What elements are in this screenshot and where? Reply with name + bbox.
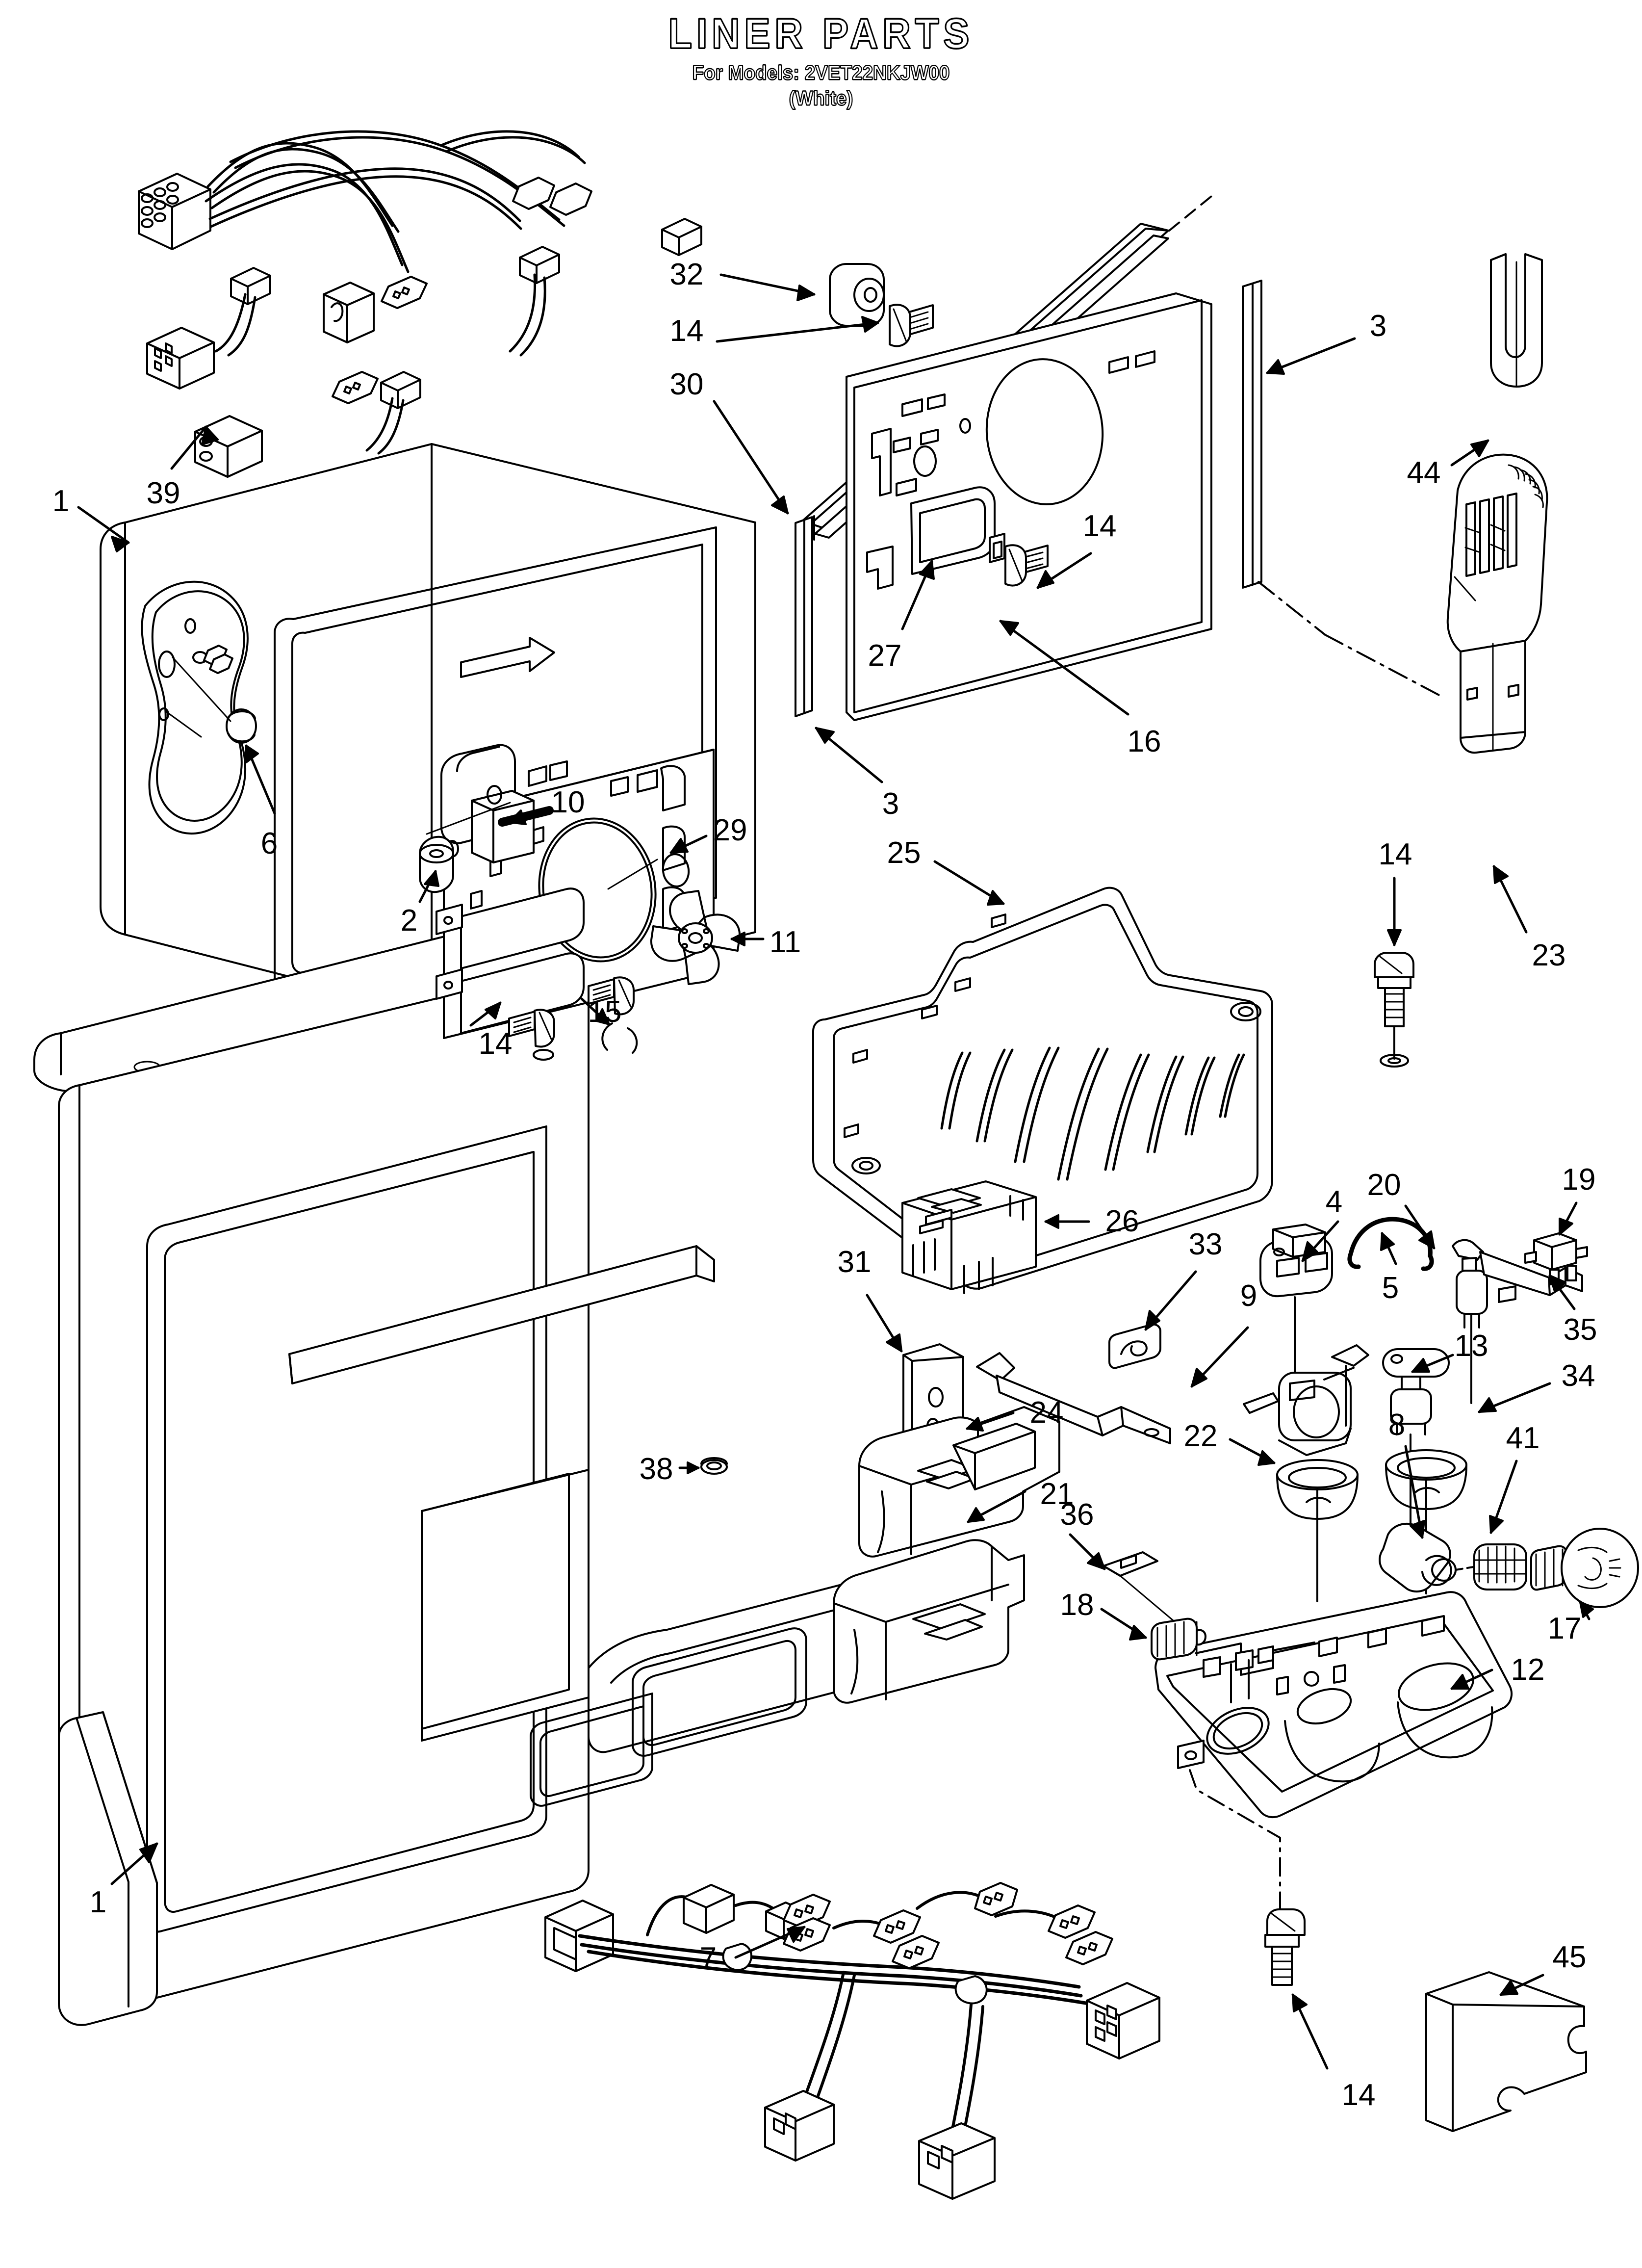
part-callout-33[interactable]: 33	[1188, 1227, 1223, 1261]
part-callout-34[interactable]: 34	[1561, 1359, 1595, 1393]
rear-panel-assembly-illustration	[714, 192, 1444, 782]
part-callout-11[interactable]: 11	[769, 925, 801, 959]
part-callout-5[interactable]: 5	[1382, 1271, 1399, 1305]
part-callout-2[interactable]: 2	[400, 904, 418, 938]
part-callout-21[interactable]: 21	[1040, 1477, 1074, 1511]
part-callout-23[interactable]: 23	[1532, 938, 1566, 972]
part-callout-7[interactable]: 7	[699, 1941, 717, 1975]
part-callout-18[interactable]: 18	[1060, 1588, 1094, 1622]
part-callout-39[interactable]: 39	[146, 476, 180, 510]
part-callout-16[interactable]: 16	[1127, 725, 1161, 758]
part-callout-13[interactable]: 13	[1454, 1329, 1488, 1363]
drain-pan-25-illustration	[813, 861, 1413, 1289]
part-callout-1[interactable]: 1	[89, 1885, 107, 1919]
part-callout-17[interactable]: 17	[1547, 1612, 1582, 1645]
screw-14-base	[1265, 1909, 1305, 1985]
part-callout-1[interactable]: 1	[52, 484, 70, 518]
screw-14-drainpan	[1375, 953, 1413, 1067]
air-duct-covers-illustration	[834, 1407, 1059, 1703]
part-callout-25[interactable]: 25	[887, 836, 921, 870]
part-callout-14[interactable]: 14	[1378, 837, 1412, 871]
part-callout-31[interactable]: 31	[837, 1245, 872, 1279]
part-callout-30[interactable]: 30	[669, 367, 704, 401]
part-callout-6[interactable]: 6	[260, 827, 278, 860]
part-callout-3[interactable]: 3	[882, 787, 899, 821]
part-callout-27[interactable]: 27	[868, 639, 902, 673]
wire-harness-39-illustration	[139, 131, 701, 477]
wire-harness-7-illustration	[545, 1883, 1159, 2199]
part-callout-32[interactable]: 32	[669, 258, 704, 291]
part-callout-14[interactable]: 14	[1341, 2078, 1376, 2112]
air-duct-tower-illustration	[1448, 254, 1547, 932]
part-callout-3[interactable]: 3	[1369, 309, 1387, 343]
part-callout-10[interactable]: 10	[551, 785, 585, 819]
part-callout-15[interactable]: 15	[588, 995, 622, 1029]
part-callout-19[interactable]: 19	[1562, 1163, 1596, 1197]
damper-and-light-assembly-illustration	[1070, 1203, 1638, 2131]
evaporator-fan-assembly-illustration	[420, 745, 763, 1060]
lower-liner-cabinet-illustration	[34, 907, 868, 2025]
part-callout-29[interactable]: 29	[713, 813, 747, 847]
screw-14	[509, 1010, 554, 1046]
part-callout-8[interactable]: 8	[1388, 1408, 1406, 1442]
part-callout-9[interactable]: 9	[1240, 1279, 1257, 1313]
part-callout-44[interactable]: 44	[1407, 456, 1441, 490]
part-callout-45[interactable]: 45	[1552, 1940, 1587, 1974]
part-callout-20[interactable]: 20	[1367, 1168, 1401, 1202]
part-callout-4[interactable]: 4	[1325, 1185, 1343, 1219]
part-callout-14[interactable]: 14	[669, 314, 704, 348]
screw-15	[589, 977, 634, 1014]
part-callout-12[interactable]: 12	[1511, 1653, 1545, 1687]
part-callout-26[interactable]: 26	[1105, 1204, 1139, 1238]
part-callout-36[interactable]: 36	[1060, 1498, 1094, 1532]
part-callout-14[interactable]: 14	[1082, 509, 1117, 543]
part-callout-14[interactable]: 14	[478, 1027, 513, 1061]
part-callout-35[interactable]: 35	[1563, 1313, 1597, 1347]
part-callout-38[interactable]: 38	[639, 1452, 673, 1486]
part-callout-22[interactable]: 22	[1183, 1419, 1218, 1453]
part-callout-24[interactable]: 24	[1029, 1396, 1064, 1430]
part-callout-41[interactable]: 41	[1506, 1421, 1540, 1455]
